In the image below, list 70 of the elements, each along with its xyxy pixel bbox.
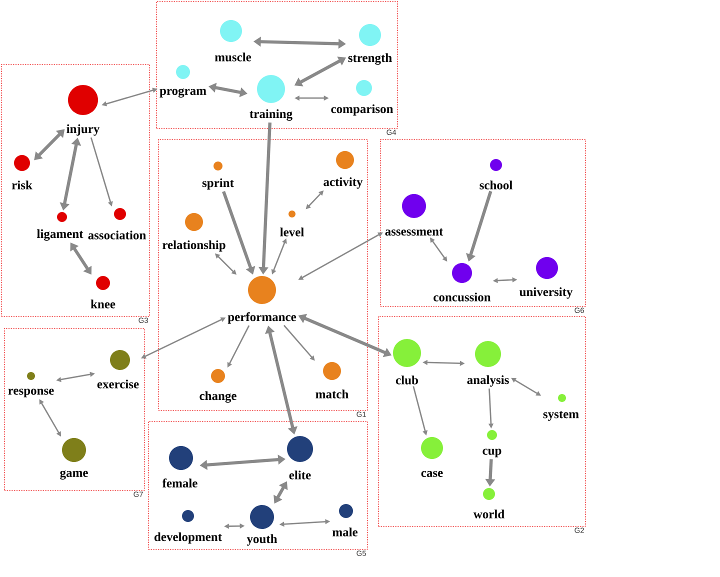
node-label: relationship — [162, 240, 226, 252]
keyword-node: case — [421, 436, 443, 477]
keyword-node: university — [519, 256, 573, 299]
keyword-node: game — [60, 438, 88, 480]
node-label: male — [332, 528, 358, 536]
keyword-node: system — [543, 394, 579, 421]
keyword-node: match — [316, 362, 348, 398]
node-label: ligament — [37, 229, 84, 241]
keyword-node: elite — [287, 436, 313, 480]
keyword-node: analysis — [467, 340, 509, 387]
keyword-node: club — [393, 338, 421, 384]
node-label: assessment — [385, 228, 444, 236]
keyword-node: response — [8, 372, 54, 398]
node-label: injury — [66, 124, 100, 136]
keyword-node: risk — [12, 154, 32, 190]
node-label: exercise — [97, 380, 139, 388]
node-label: training — [250, 109, 292, 121]
node-label: knee — [90, 300, 116, 308]
node-label: elite — [289, 470, 311, 480]
keyword-node: change — [200, 368, 236, 403]
keyword-node: strength — [348, 24, 392, 65]
keyword-node: knee — [90, 276, 116, 308]
keyword-node: youth — [246, 504, 278, 546]
keyword-node: male — [332, 504, 358, 536]
node-label: university — [519, 287, 573, 299]
keyword-node: exercise — [97, 350, 139, 388]
node-label: match — [316, 390, 348, 398]
keyword-node: cup — [482, 430, 502, 458]
node-label: school — [480, 180, 512, 190]
node-label: sprint — [202, 178, 234, 190]
keyword-node: assessment — [385, 194, 444, 236]
node-label: concussion — [434, 292, 491, 302]
keyword-node: association — [88, 208, 146, 240]
node-label: youth — [246, 534, 278, 546]
keyword-node: comparison — [331, 80, 394, 116]
node-label: world — [473, 510, 504, 518]
node-label: development — [154, 532, 222, 544]
keyword-node: development — [154, 510, 222, 544]
keyword-node: school — [480, 158, 512, 190]
node-label: game — [60, 470, 88, 480]
keyword-node: performance — [228, 276, 296, 324]
node-label: case — [421, 470, 443, 477]
node-label: risk — [12, 180, 32, 190]
node-label: change — [200, 391, 236, 403]
node-label: response — [8, 388, 54, 398]
node-label: level — [280, 228, 304, 236]
node-label: association — [88, 230, 146, 240]
node-label: performance — [228, 312, 296, 324]
keyword-node: injury — [66, 85, 100, 136]
node-label: program — [160, 88, 206, 98]
node-label: muscle — [214, 52, 252, 62]
keyword-node: level — [280, 210, 304, 236]
keyword-node: training — [250, 75, 292, 121]
keyword-node: activity — [324, 150, 363, 189]
keyword-node: relationship — [162, 212, 226, 252]
keyword-node: program — [160, 65, 206, 98]
keyword-node: concussion — [434, 262, 491, 302]
node-label: female — [162, 478, 198, 488]
node-label: comparison — [331, 104, 394, 116]
node-label: cup — [482, 448, 502, 458]
keyword-node: sprint — [202, 161, 234, 190]
keyword-node: muscle — [214, 20, 252, 62]
node-label: system — [543, 411, 579, 421]
keyword-node: ligament — [37, 212, 84, 241]
node-label: club — [396, 376, 418, 384]
node-label: activity — [324, 177, 363, 189]
node-label: analysis — [467, 375, 509, 387]
keyword-node: world — [473, 488, 504, 518]
keyword-node: female — [162, 446, 198, 488]
node-label: strength — [348, 53, 392, 65]
